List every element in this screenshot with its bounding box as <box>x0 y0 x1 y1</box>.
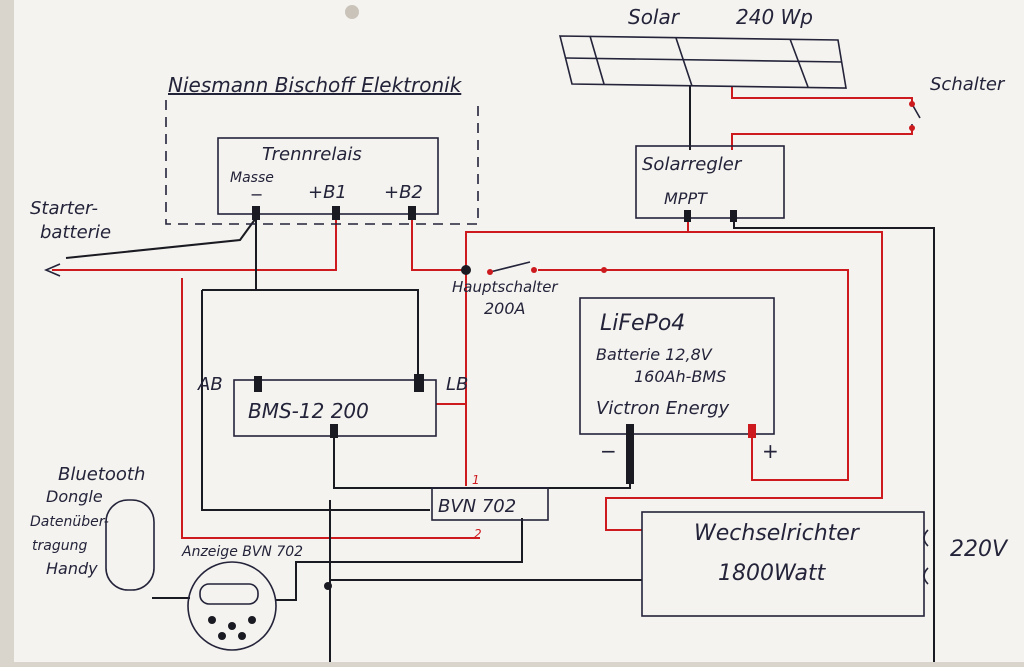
starter-label-2: batterie <box>40 222 111 243</box>
display-button-1 <box>208 616 216 624</box>
starter-arrow-icon <box>43 263 61 277</box>
enclosure-outline <box>165 100 479 225</box>
relay-minus-label: − <box>250 185 263 204</box>
regulator-label-2: MPPT <box>664 189 708 208</box>
ac-outlets <box>923 529 929 585</box>
display-button-5 <box>238 632 246 640</box>
display-button-2 <box>228 622 236 630</box>
display-screen <box>199 583 259 605</box>
terminal-b1 <box>332 206 340 220</box>
battery-plus-label: + <box>762 439 779 463</box>
regulator-label-1: Solarregler <box>642 154 743 175</box>
display-outline <box>187 561 277 651</box>
display-button-4 <box>218 632 226 640</box>
battery-box <box>579 297 775 435</box>
wire-bvn-to-display <box>276 518 523 601</box>
negative-wires <box>65 86 935 662</box>
terminal-regulator-plus <box>684 210 691 222</box>
terminal-lb <box>414 374 424 392</box>
relay-title: Trennrelais <box>262 144 362 165</box>
bvn-pin1-label: 1 <box>472 473 480 487</box>
battery-label-3: 160Ah-BMS <box>634 367 726 386</box>
relay-b1-label: +B1 <box>308 182 347 203</box>
wire-b1-to-starter <box>52 212 337 271</box>
wire-bus-to-inverter <box>466 231 883 531</box>
terminal-regulator-minus <box>730 210 737 222</box>
bluetooth-label-4: tragung <box>32 538 87 554</box>
wire-to-display <box>181 278 480 539</box>
terminal-ground <box>252 206 260 220</box>
solar-label: Solar <box>628 5 681 29</box>
solarregler-box <box>635 145 785 219</box>
inverter-box <box>641 511 925 617</box>
display-label: Anzeige BVN 702 <box>181 544 303 560</box>
battery-minus-label: − <box>600 439 617 463</box>
battery-label-4: Victron Energy <box>596 398 729 419</box>
bms-ab-label: AB <box>197 374 223 395</box>
inverter-label-1: Wechselrichter <box>694 521 861 546</box>
battery-label-1: LiFePo4 <box>600 311 685 336</box>
solar-power-label: 240 Wp <box>736 5 813 29</box>
wire-ground-to-starter <box>65 217 257 259</box>
terminal-b2 <box>408 206 416 220</box>
main-switch-contact-1 <box>487 269 493 275</box>
punch-hole <box>345 5 359 19</box>
bvn-pin2-label: 2 <box>474 527 482 541</box>
switch-label: Schalter <box>930 74 1006 95</box>
relay-ground-label: Masse <box>230 170 274 186</box>
solar-panel-cells <box>589 35 809 88</box>
main-switch-contact-2 <box>531 267 537 273</box>
ac-voltage-label: 220V <box>950 537 1009 562</box>
company-label: Niesmann Bischoff Elektronik <box>168 73 463 97</box>
wire-main-switch-to-battery-plus <box>538 269 849 481</box>
terminal-bms-bottom <box>330 424 338 438</box>
ground-junction <box>324 582 332 590</box>
bluetooth-label-1: Bluetooth <box>58 464 145 485</box>
starter-label-1: Starter- <box>30 198 98 219</box>
switch-contact-bottom <box>909 125 915 131</box>
bus-junction <box>461 265 471 275</box>
terminal-battery-plus <box>748 424 756 438</box>
bluetooth-label-5: Handy <box>46 559 98 578</box>
main-switch-label-1: Hauptschalter <box>452 278 558 296</box>
relay-b2-label: +B2 <box>384 182 423 203</box>
trennrelais-box <box>217 137 439 215</box>
terminal-battery-minus <box>626 424 634 484</box>
bluetooth-dongle-body <box>105 499 155 591</box>
bvn-label: BVN 702 <box>438 496 516 517</box>
wire-bms-left <box>201 290 430 511</box>
main-switch-label-2: 200A <box>484 299 525 318</box>
solar-panel-outline <box>558 35 847 89</box>
solar-panel-midline <box>565 57 843 63</box>
wire-b2-to-main-switch <box>411 212 466 271</box>
positive-wires <box>52 86 913 539</box>
bus-junction-2 <box>601 267 607 273</box>
bvn-box <box>431 487 549 521</box>
terminal-ab <box>254 376 262 392</box>
bms-lb-label: LB <box>446 374 468 395</box>
display-button-3 <box>248 616 256 624</box>
switch-contact-top <box>909 101 915 107</box>
wire-bms-top-loop <box>202 289 419 378</box>
main-switch-symbol <box>489 261 531 273</box>
bluetooth-label-2: Dongle <box>46 487 103 506</box>
bms-label: BMS-12 200 <box>248 399 369 423</box>
battery-label-2: Batterie 12,8V <box>596 345 713 364</box>
inverter-label-2: 1800Watt <box>718 561 827 586</box>
bluetooth-label-3: Datenüber- <box>30 514 109 530</box>
